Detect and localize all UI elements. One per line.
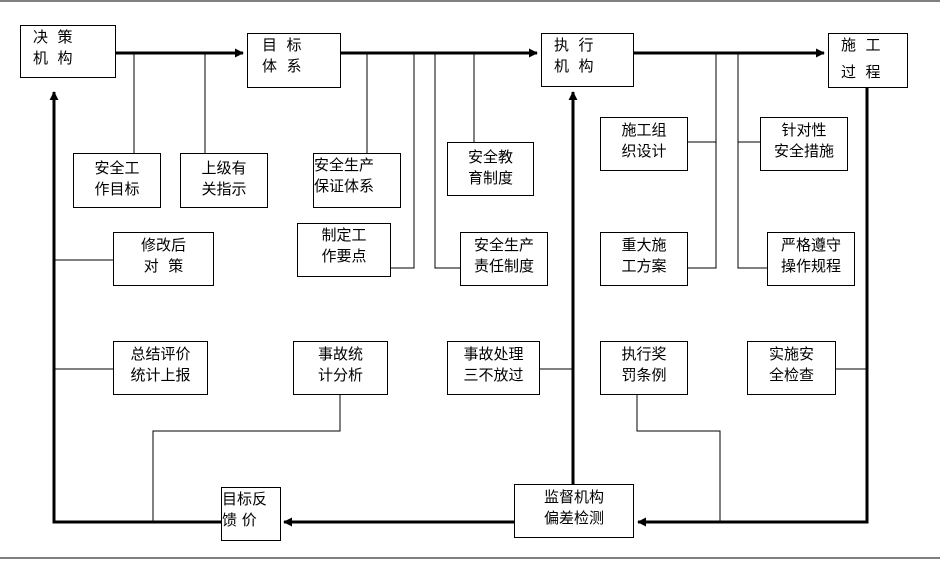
node-goal-system-line2: 体 系 <box>262 57 302 75</box>
node-decision-body: 决 策 机 构 <box>20 25 116 78</box>
arrow-construction-to-supervision <box>637 88 869 527</box>
node-safety-guarantee-line2: 保证体系 <box>314 177 375 195</box>
node-reward-punishment-line1: 执行奖 <box>621 345 667 363</box>
node-accident-handling-line2: 三不放过 <box>463 366 524 384</box>
node-accident-statistics-line2: 计分析 <box>317 366 363 384</box>
node-superior-instructions-line1: 上级有 <box>201 159 247 177</box>
thin-connectors <box>54 53 867 522</box>
node-safety-work-goal: 安全工 作目标 <box>73 153 161 208</box>
node-safety-education-line2: 育制度 <box>467 169 513 187</box>
node-construction-line1: 施 工 <box>841 36 881 54</box>
node-executive-line2: 机 构 <box>554 57 594 75</box>
node-work-points-line1: 制定工 <box>321 226 367 244</box>
node-safety-work-goal-line1: 安全工 <box>94 159 140 177</box>
node-revised-measures-line1: 修改后 <box>140 236 186 254</box>
node-targeted-safety-measures-line2: 安全措施 <box>773 142 834 160</box>
node-strict-operating-rules-line1: 严格遵守 <box>780 236 841 254</box>
node-decision-line1: 决 策 <box>33 28 73 46</box>
node-safety-inspection: 实施安 全检查 <box>747 341 836 395</box>
node-strict-operating-rules: 严格遵守 操作规程 <box>767 232 855 286</box>
node-major-construction-plan-line1: 重大施 <box>621 236 667 254</box>
node-targeted-safety-measures: 针对性 安全措施 <box>760 117 848 171</box>
node-safety-work-goal-line2: 作目标 <box>94 180 140 198</box>
node-safety-responsibility-line2: 责任制度 <box>473 257 534 275</box>
node-organization-design-line2: 织设计 <box>621 142 667 160</box>
node-revised-measures-line2: 对 策 <box>143 257 184 275</box>
node-organization-design-line1: 施工组 <box>621 121 667 139</box>
node-work-points-line2: 作要点 <box>321 247 367 265</box>
node-reward-punishment-line2: 罚条例 <box>621 366 667 384</box>
node-safety-responsibility-line1: 安全生产 <box>473 236 534 254</box>
node-executive-line1: 执 行 <box>554 36 594 54</box>
node-supervision-line1: 监督机构 <box>543 488 604 506</box>
node-major-construction-plan-line2: 工方案 <box>621 257 667 275</box>
arrow-feedback-to-decision <box>49 91 221 524</box>
node-superior-instructions: 上级有 关指示 <box>180 153 268 208</box>
node-safety-inspection-line1: 实施安 <box>768 345 814 363</box>
node-strict-operating-rules-line2: 操作规程 <box>780 257 841 275</box>
node-goal-system: 目 标 体 系 <box>247 33 341 88</box>
node-organization-design: 施工组 织设计 <box>600 117 688 171</box>
node-safety-guarantee: 安全生产 保证体系 <box>313 153 401 208</box>
node-accident-handling-line1: 事故处理 <box>463 345 524 363</box>
node-accident-handling: 事故处理 三不放过 <box>447 341 540 395</box>
node-safety-education: 安全教 育制度 <box>447 142 534 196</box>
node-major-construction-plan: 重大施 工方案 <box>600 232 688 286</box>
node-summary-evaluation: 总结评价 统计上报 <box>113 341 208 395</box>
node-construction: 施 工 过 程 <box>828 33 908 88</box>
node-work-points: 制定工 作要点 <box>297 223 391 277</box>
node-safety-education-line1: 安全教 <box>467 148 513 166</box>
node-supervision: 监督机构 偏差检测 <box>514 484 634 538</box>
node-summary-evaluation-line2: 统计上报 <box>130 366 191 384</box>
node-goal-feedback: 目标反 馈 价 <box>221 487 281 541</box>
node-decision-line2: 机 构 <box>33 49 73 67</box>
node-accident-statistics: 事故统 计分析 <box>293 341 388 395</box>
node-safety-guarantee-line1: 安全生产 <box>314 156 375 174</box>
node-goal-feedback-line1: 目标反 <box>222 490 268 508</box>
node-supervision-line2: 偏差检测 <box>543 509 604 527</box>
node-construction-line2: 过 程 <box>841 63 881 81</box>
node-reward-punishment: 执行奖 罚条例 <box>600 341 688 395</box>
node-targeted-safety-measures-line1: 针对性 <box>781 121 827 139</box>
node-executive: 执 行 机 构 <box>541 33 634 87</box>
node-summary-evaluation-line1: 总结评价 <box>130 345 191 363</box>
node-goal-system-line1: 目 标 <box>262 36 302 54</box>
node-revised-measures: 修改后 对 策 <box>113 232 214 286</box>
node-safety-responsibility: 安全生产 责任制度 <box>460 232 548 286</box>
node-safety-inspection-line2: 全检查 <box>768 366 814 384</box>
node-goal-feedback-line2: 馈 价 <box>222 511 257 529</box>
node-superior-instructions-line2: 关指示 <box>201 180 247 198</box>
node-accident-statistics-line1: 事故统 <box>317 345 363 363</box>
